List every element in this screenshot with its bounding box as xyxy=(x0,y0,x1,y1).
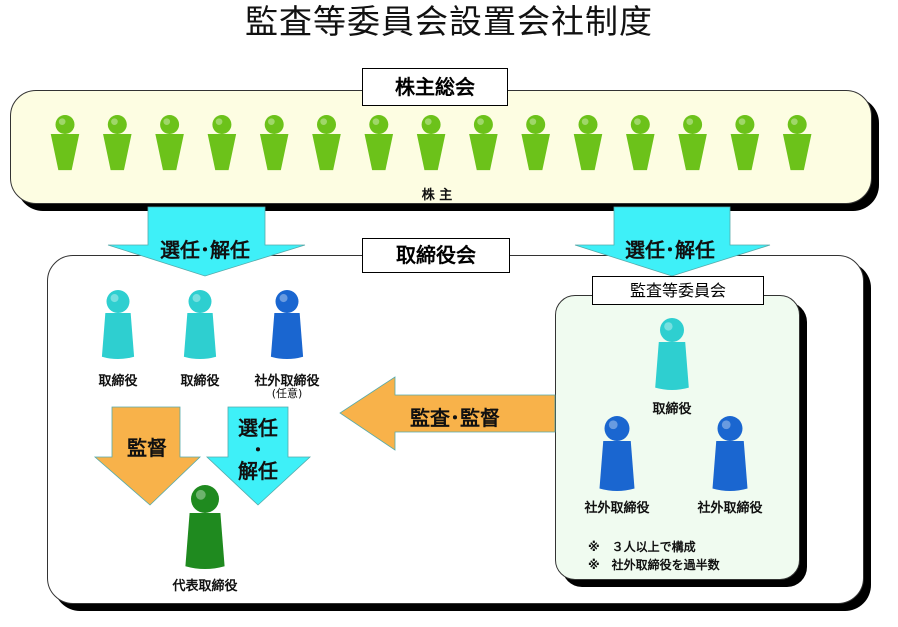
shareholder-icon xyxy=(626,115,655,171)
board-member-label-2: 取締役 xyxy=(180,374,220,389)
elect-rep-top: 選任 xyxy=(238,416,278,440)
shareholder-icon xyxy=(103,115,132,171)
shareholder-icon xyxy=(469,115,498,171)
board-member-note: (任意) xyxy=(271,387,303,400)
committee-note-1: ※ ３人以上で構成 xyxy=(588,540,696,554)
committee-director-icon xyxy=(655,318,689,390)
audit-supervise-arrow xyxy=(339,376,556,451)
elect-dismiss-left-arrow xyxy=(107,206,306,277)
shareholder-icon xyxy=(155,115,184,171)
audit-supervise-label: 監査･監督 xyxy=(410,406,500,430)
elect-rep-bottom: 解任 xyxy=(238,459,278,483)
committee-member-label-2: 社外取締役 xyxy=(584,501,650,516)
shareholder-icon xyxy=(521,115,550,171)
committee-member-label-1: 取締役 xyxy=(652,402,692,417)
representative-label: 代表取締役 xyxy=(172,579,238,594)
shareholder-icon xyxy=(678,115,707,171)
shareholder-icon xyxy=(730,115,760,171)
elect-rep-arrow xyxy=(205,406,312,506)
supervise-label: 監督 xyxy=(127,436,167,460)
representative-director-icon xyxy=(185,485,225,569)
elect-dismiss-right-label: 選任･解任 xyxy=(625,238,715,262)
elect-dismiss-left-label: 選任･解任 xyxy=(160,238,250,262)
committee-member-label-3: 社外取締役 xyxy=(697,501,763,516)
shareholder-icon xyxy=(416,115,446,171)
director-icon xyxy=(183,290,217,359)
shareholder-icon xyxy=(312,115,341,171)
shareholders-meeting-label: 株主総会 xyxy=(362,68,508,106)
elect-rep-dot: ･ xyxy=(253,438,263,462)
shareholder-icon xyxy=(207,115,237,171)
committee-label: 監査等委員会 xyxy=(592,276,764,305)
director-icon xyxy=(101,290,135,359)
shareholder-icon xyxy=(259,115,289,171)
shareholder-icon xyxy=(50,115,80,171)
board-label: 取締役会 xyxy=(362,238,510,273)
shareholder-icon xyxy=(782,115,812,171)
elect-dismiss-right-arrow xyxy=(574,206,771,277)
shareholder-icon xyxy=(364,115,394,171)
shareholders-caption: 株 主 xyxy=(421,188,453,203)
page-title: 監査等委員会設置会社制度 xyxy=(245,2,653,41)
committee-outside-director-icon xyxy=(599,416,635,491)
committee-outside-director-icon xyxy=(712,416,748,491)
committee-note-2: ※ 社外取締役を過半数 xyxy=(588,558,720,572)
shareholder-icon xyxy=(573,115,603,171)
board-member-label-3: 社外取締役 xyxy=(254,374,320,389)
outside-director-icon xyxy=(270,290,304,359)
board-member-label-1: 取締役 xyxy=(98,374,138,389)
supervise-arrow xyxy=(93,406,201,506)
